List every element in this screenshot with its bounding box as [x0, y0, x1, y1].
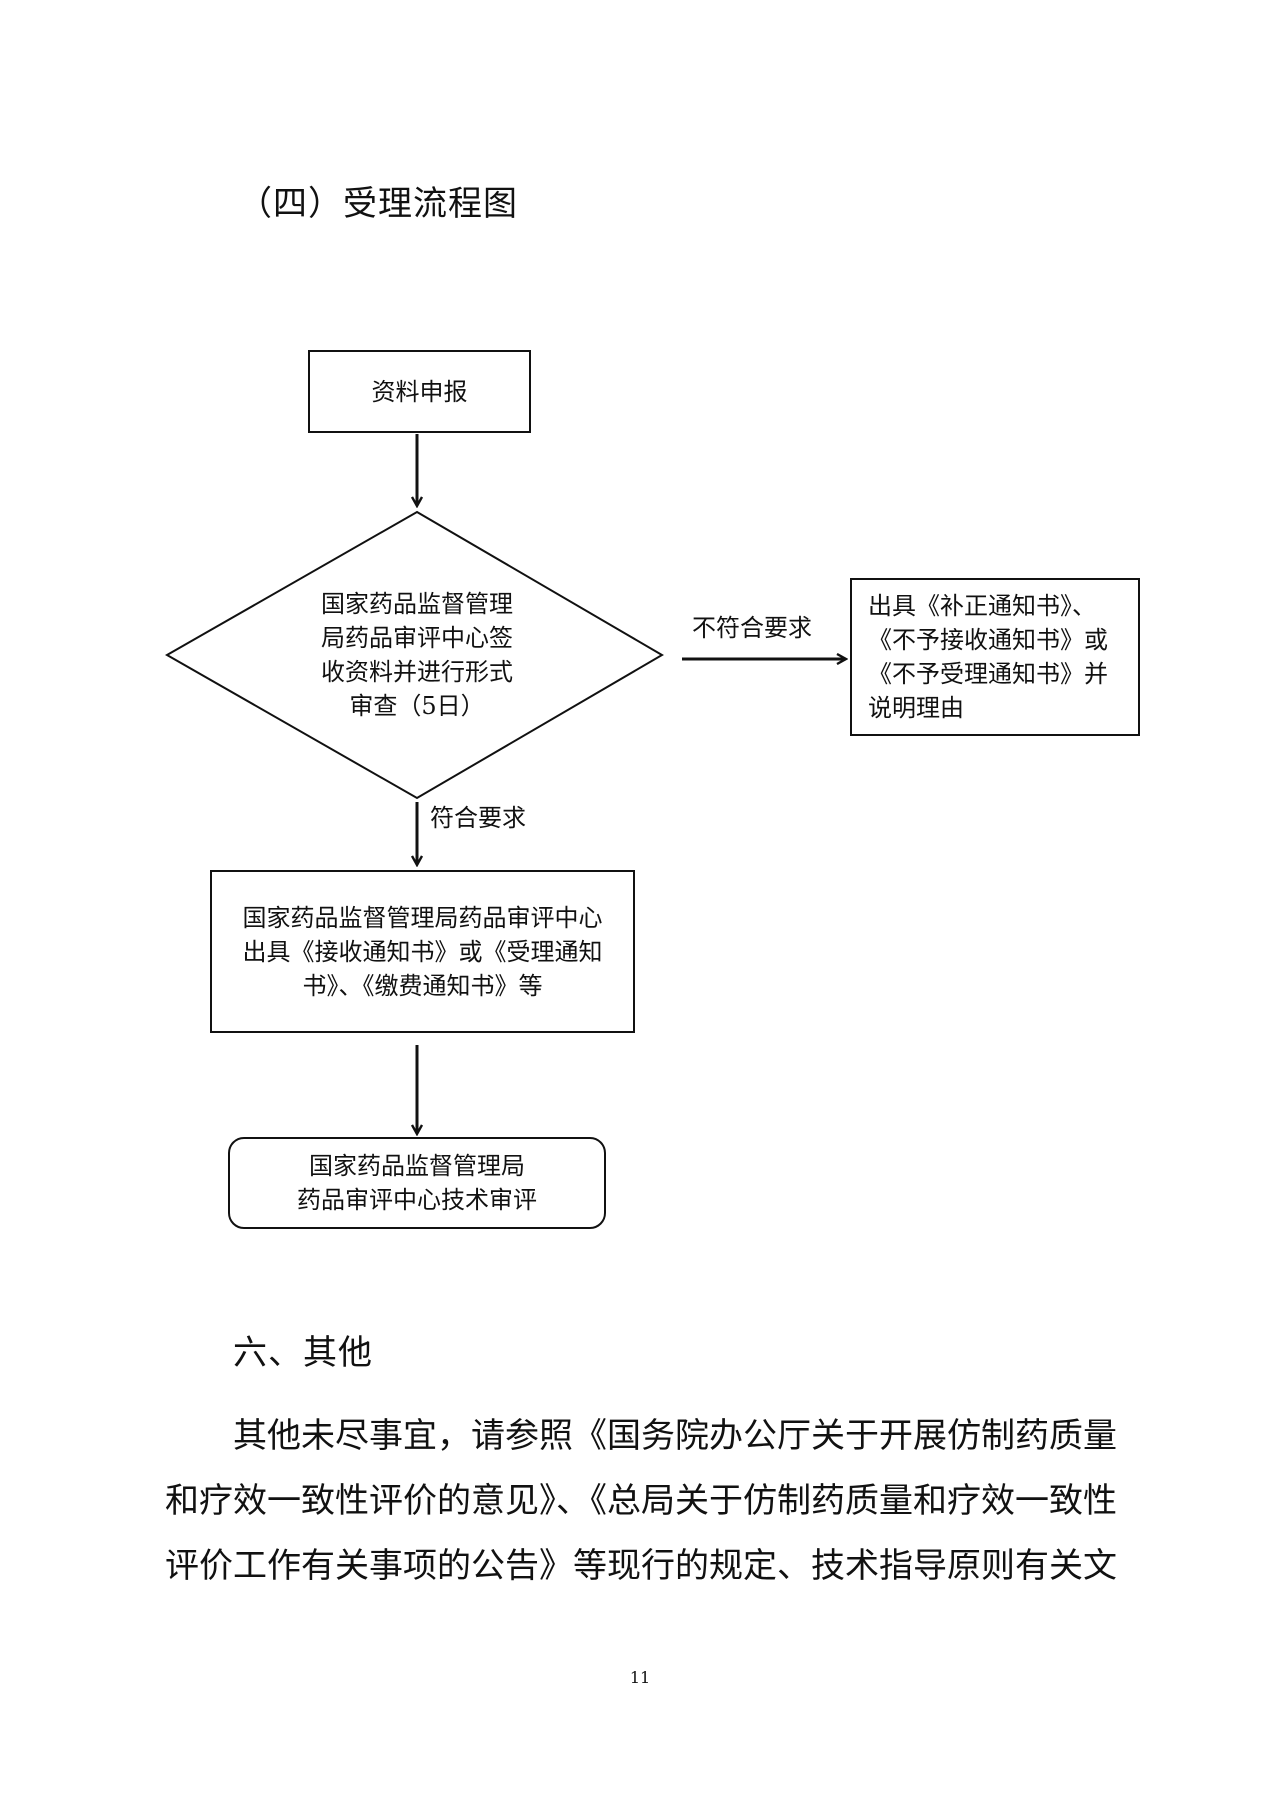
page-number: 11: [629, 1668, 651, 1687]
decision-diamond-shape: [164, 510, 664, 800]
section-6-heading: 六、其他: [233, 1333, 373, 1373]
flow-node-formal-review: 国家药品监督管理 局药品审评中心签 收资料并进行形式 审查（5日）: [287, 585, 547, 725]
reject-line: 说明理由: [868, 694, 964, 722]
review-line: 局药品审评中心签: [321, 624, 513, 652]
flow-node-technical-review: 国家药品监督管理局 药品审评中心技术审评: [228, 1137, 606, 1229]
reject-line: 出具《补正通知书》、: [868, 592, 1096, 620]
reject-line: 《不予接收通知书》或: [868, 626, 1108, 654]
technical-line: 国家药品监督管理局: [309, 1152, 525, 1180]
body-paragraph-line: 评价工作有关事项的公告》等现行的规定、技术指导原则有关文: [165, 1546, 1117, 1586]
flow-node-acceptance-notice: 国家药品监督管理局药品审评中心 出具《接收通知书》或《受理通知 书》、《缴费通知…: [210, 870, 635, 1033]
accept-line: 书》、《缴费通知书》等: [302, 971, 543, 1000]
flow-node-submission: 资料申报: [308, 350, 531, 433]
technical-line: 药品审评中心技术审评: [297, 1186, 537, 1214]
body-paragraph-line: 其他未尽事宜，请参照《国务院办公厅关于开展仿制药质量: [233, 1416, 1117, 1456]
reject-line: 《不予受理通知书》并: [868, 660, 1108, 688]
accept-line: 国家药品监督管理局药品审评中心: [242, 903, 603, 932]
edge-label-not-meet: 不符合要求: [692, 614, 812, 642]
review-line: 收资料并进行形式: [321, 658, 513, 686]
flowchart-section-title: （四）受理流程图: [238, 184, 518, 224]
flow-node-submission-label: 资料申报: [371, 377, 468, 406]
body-paragraph-line: 和疗效一致性评价的意见》、《总局关于仿制药质量和疗效一致性: [165, 1481, 1117, 1521]
review-line: 国家药品监督管理: [321, 590, 513, 618]
edge-label-meet: 符合要求: [430, 804, 526, 832]
flow-node-rejection-notice: 出具《补正通知书》、 《不予接收通知书》或 《不予受理通知书》并 说明理由: [850, 578, 1140, 736]
review-line: 审查（5日）: [349, 692, 485, 720]
accept-line: 出具《接收通知书》或《受理通知: [242, 937, 603, 966]
